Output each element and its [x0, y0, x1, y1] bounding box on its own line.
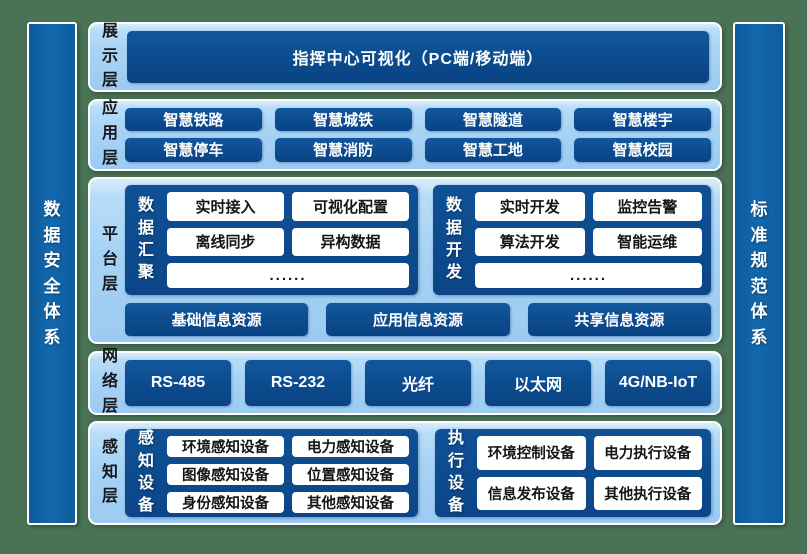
- group-execution-devices-grid: 环境控制设备 电力执行设备 信息发布设备 其他执行设备: [477, 436, 702, 510]
- platform-item: 监控告警: [592, 192, 702, 221]
- resource-item: 应用信息资源: [326, 303, 510, 336]
- network-item: RS-485: [125, 359, 231, 406]
- platform-item-more: ......: [475, 263, 702, 288]
- app-item: 智慧停车: [125, 138, 262, 162]
- group-execution-devices-title: 执行设备: [447, 430, 464, 515]
- group-data-development-title: 数据开发: [445, 197, 462, 282]
- platform-item: 算法开发: [475, 227, 585, 257]
- platform-item: 智能运维: [592, 227, 702, 257]
- platform-item: 异构数据: [292, 227, 409, 257]
- application-grid: 智慧铁路 智慧城铁 智慧隧道 智慧楼宇 智慧停车 智慧消防 智慧工地 智慧校园: [125, 107, 711, 163]
- group-sensing-devices-title: 感知设备: [137, 430, 154, 515]
- layer-platform-body: 数据汇聚 实时接入 可视化配置 离线同步 异构数据 ......: [125, 185, 711, 336]
- platform-item-more: ......: [167, 263, 409, 288]
- app-item: 智慧校园: [574, 138, 711, 162]
- layer-application-label: 应用层: [101, 100, 118, 167]
- resource-item: 共享信息资源: [527, 303, 711, 336]
- layer-application: 应用层 智慧铁路 智慧城铁 智慧隧道 智慧楼宇 智慧停车 智慧消防 智慧工地 智…: [88, 98, 722, 171]
- device-item: 其他执行设备: [593, 476, 702, 510]
- pillar-standards-label: 标准规范体系: [750, 200, 768, 347]
- layer-network-label: 网络层: [101, 348, 118, 415]
- layer-network-body: RS-485 RS-232 光纤 以太网 4G/NB-IoT: [125, 359, 711, 407]
- network-grid: RS-485 RS-232 光纤 以太网 4G/NB-IoT: [125, 359, 711, 407]
- resource-item: 基础信息资源: [125, 303, 309, 336]
- device-item: 图像感知设备: [167, 464, 284, 485]
- device-item: 位置感知设备: [292, 464, 409, 485]
- platform-resources: 基础信息资源 应用信息资源 共享信息资源: [125, 303, 711, 336]
- device-item: 电力感知设备: [292, 436, 409, 457]
- platform-groups: 数据汇聚 实时接入 可视化配置 离线同步 异构数据 ......: [125, 185, 711, 295]
- app-item: 智慧城铁: [274, 107, 412, 131]
- layer-network: 网络层 RS-485 RS-232 光纤 以太网 4G/NB-IoT: [88, 348, 722, 415]
- platform-item: 离线同步: [167, 227, 284, 257]
- network-item: 4G/NB-IoT: [605, 359, 711, 406]
- network-item: 以太网: [485, 359, 591, 406]
- display-box-command-center: 指挥中心可视化（PC端/移动端）: [127, 31, 709, 83]
- group-data-aggregation: 数据汇聚 实时接入 可视化配置 离线同步 异构数据 ......: [125, 185, 418, 295]
- group-data-development-grid: 实时开发 监控告警 算法开发 智能运维 ......: [475, 192, 702, 288]
- platform-item: 可视化配置: [292, 192, 409, 221]
- layer-application-body: 智慧铁路 智慧城铁 智慧隧道 智慧楼宇 智慧停车 智慧消防 智慧工地 智慧校园: [125, 107, 711, 163]
- layer-display-body: 指挥中心可视化（PC端/移动端）: [125, 30, 711, 84]
- layer-display: 展示层 指挥中心可视化（PC端/移动端）: [88, 22, 722, 92]
- layer-platform-label: 平台层: [101, 226, 118, 293]
- platform-item: 实时接入: [167, 192, 284, 221]
- group-sensing-devices: 感知设备 环境感知设备 电力感知设备 图像感知设备 位置感知设备 身份感知设备 …: [125, 429, 418, 517]
- group-data-aggregation-grid: 实时接入 可视化配置 离线同步 异构数据 ......: [167, 192, 409, 288]
- platform-item: 实时开发: [475, 192, 585, 221]
- layer-display-label: 展示层: [101, 22, 118, 90]
- group-data-development: 数据开发 实时开发 监控告警 算法开发 智能运维 ......: [433, 185, 711, 295]
- app-item: 智慧楼宇: [574, 107, 711, 131]
- device-item: 身份感知设备: [167, 492, 284, 513]
- app-item: 智慧消防: [274, 138, 412, 162]
- device-item: 其他感知设备: [292, 492, 409, 513]
- device-item: 信息发布设备: [477, 476, 586, 510]
- pillar-standards: 标准规范体系: [733, 22, 785, 525]
- layers-column: 展示层 指挥中心可视化（PC端/移动端） 应用层 智慧铁路 智慧城铁 智慧隧道 …: [88, 22, 722, 525]
- layer-perception-label: 感知层: [101, 438, 118, 506]
- group-sensing-devices-grid: 环境感知设备 电力感知设备 图像感知设备 位置感知设备 身份感知设备 其他感知设…: [167, 436, 409, 513]
- network-item: 光纤: [365, 359, 471, 406]
- device-item: 环境控制设备: [477, 436, 586, 470]
- app-item: 智慧铁路: [125, 107, 262, 131]
- layer-perception: 感知层 感知设备 环境感知设备 电力感知设备 图像感知设备 位置感知设备 身份感…: [88, 421, 722, 525]
- app-item: 智慧工地: [424, 138, 562, 162]
- network-item: RS-232: [245, 359, 351, 406]
- layer-perception-body: 感知设备 环境感知设备 电力感知设备 图像感知设备 位置感知设备 身份感知设备 …: [125, 429, 711, 517]
- device-item: 环境感知设备: [167, 436, 284, 457]
- layer-platform: 平台层 数据汇聚 实时接入 可视化配置 离线同步 异构: [88, 177, 722, 344]
- pillar-data-security-label: 数据安全体系: [43, 200, 61, 347]
- app-item: 智慧隧道: [424, 107, 562, 131]
- pillar-data-security: 数据安全体系: [27, 22, 77, 525]
- group-execution-devices: 执行设备 环境控制设备 电力执行设备 信息发布设备 其他执行设备: [435, 429, 711, 517]
- group-data-aggregation-title: 数据汇聚: [137, 197, 154, 282]
- device-item: 电力执行设备: [593, 436, 702, 470]
